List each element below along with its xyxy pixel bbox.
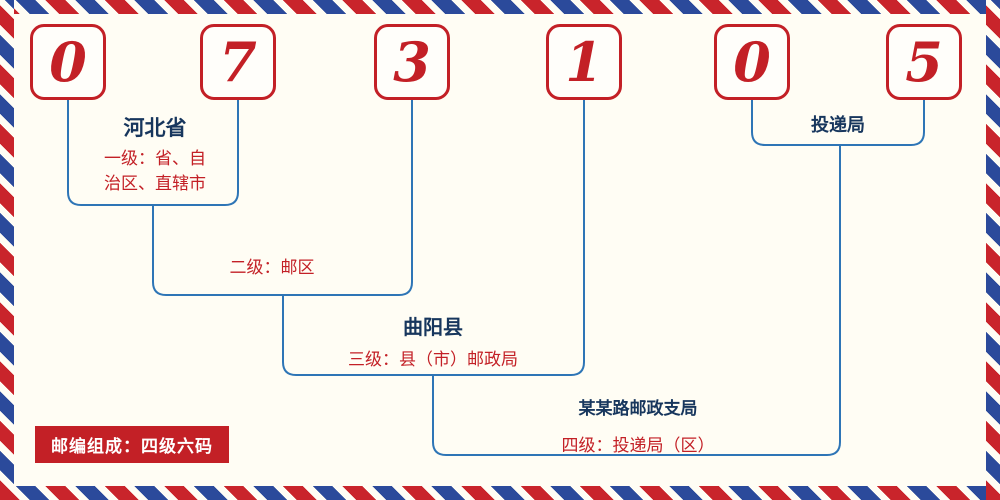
- level3-annotation: 曲阳县 三级：县（市）邮政局: [323, 311, 543, 370]
- airmail-border-top: [0, 0, 1000, 14]
- level2-annotation: 二级：邮区: [192, 253, 352, 278]
- level3-desc: 三级：县（市）邮政局: [348, 350, 518, 370]
- digit-value-2: 7: [219, 30, 257, 94]
- level2-desc: 二级：邮区: [229, 258, 315, 278]
- digit-value-6: 5: [905, 30, 943, 94]
- delivery-office-annotation: 投递局: [762, 111, 914, 137]
- digit-box-3: 3: [374, 24, 450, 100]
- delivery-office-label: 投递局: [811, 115, 865, 136]
- level1-region-name: 河北省: [123, 116, 187, 140]
- composition-badge: 邮编组成：四级六码: [35, 426, 229, 463]
- level4-region-name: 某某路邮政支局: [578, 399, 698, 419]
- digit-box-4: 1: [546, 24, 622, 100]
- level1-desc-line1: 一级：省、自: [104, 149, 206, 169]
- digit-box-6: 5: [886, 24, 962, 100]
- digit-value-5: 0: [733, 30, 771, 94]
- level4-desc: 四级：投递局（区）: [561, 436, 715, 456]
- level1-desc-line2: 治区、直辖市: [104, 173, 206, 194]
- digit-box-1: 0: [30, 24, 106, 100]
- level4-annotation: 某某路邮政支局 四级：投递局（区）: [513, 394, 763, 456]
- level3-region-name: 曲阳县: [403, 315, 463, 339]
- airmail-border-right: [986, 0, 1000, 500]
- digit-box-5: 0: [714, 24, 790, 100]
- level1-annotation: 河北省 一级：省、自 治区、直辖市: [72, 112, 238, 196]
- airmail-border-bottom: [0, 486, 1000, 500]
- digit-box-2: 7: [200, 24, 276, 100]
- airmail-border-left: [0, 0, 14, 500]
- digit-value-1: 0: [49, 30, 87, 94]
- digit-value-4: 1: [565, 30, 603, 94]
- digit-value-3: 3: [393, 30, 431, 94]
